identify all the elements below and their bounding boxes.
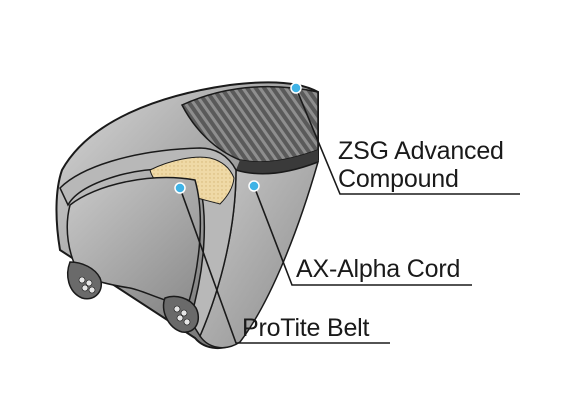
label-compound-line1: ZSG Advanced (338, 137, 504, 165)
leader-line-cord (253, 185, 472, 286)
tread-surface (180, 85, 319, 174)
label-zsg-advanced-compound: ZSG Advanced Compound (338, 137, 504, 193)
bead-right (162, 295, 200, 333)
leader-line-compound (295, 87, 520, 195)
bead-left (67, 261, 102, 300)
marker-belt (174, 182, 186, 194)
leader-line-belt (179, 187, 390, 344)
marker-compound (290, 82, 302, 94)
label-ax-alpha-cord: AX-Alpha Cord (296, 255, 461, 283)
marker-cord (248, 180, 260, 192)
inner-cut-face (59, 147, 237, 338)
label-compound-line2: Compound (338, 165, 459, 193)
label-protite-belt: ProTite Belt (242, 314, 370, 342)
